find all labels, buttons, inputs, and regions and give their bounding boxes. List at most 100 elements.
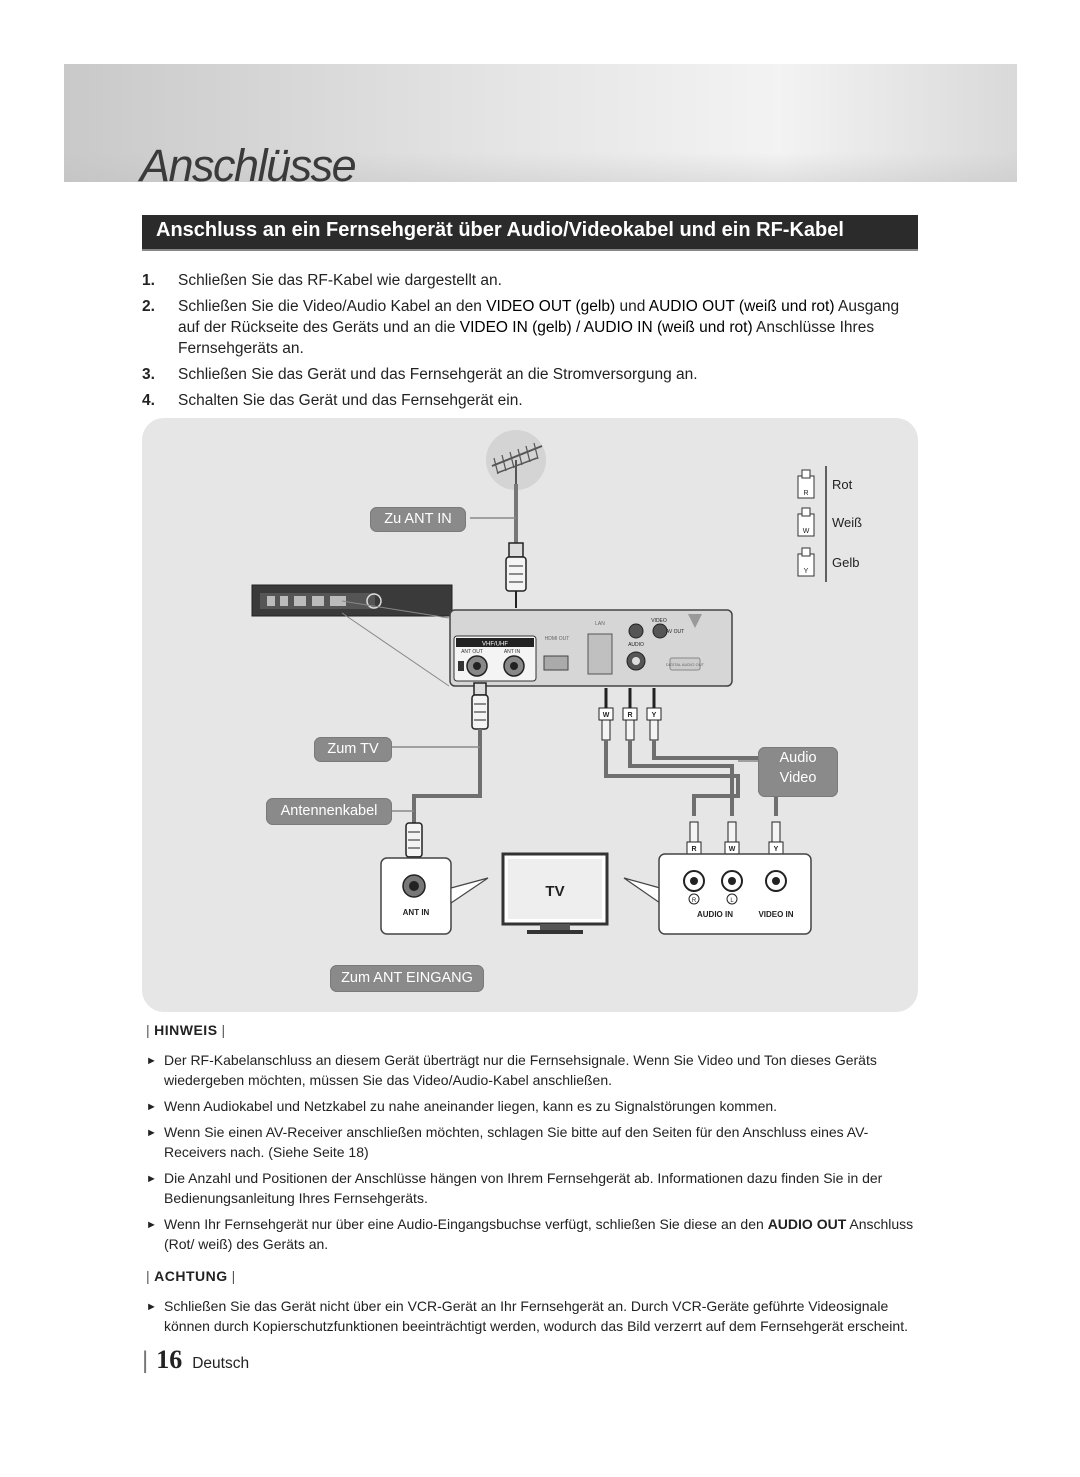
step-text: Ausgang auf der Rückseite des Geräts und… [178,298,900,336]
ant-out-label: ANT OUT [461,649,483,655]
tv-av-in-box: R L AUDIO IN VIDEO IN [658,853,812,935]
step-text: Schalten Sie das Gerät und das Fernsehge… [178,392,523,409]
step-item: 2. Schließen Sie die Video/Audio Kabel a… [142,296,918,359]
step-text: Schließen Sie das Gerät und das Fernsehg… [178,366,698,383]
note-item: ► Wenn Ihr Fernsehgerät nur über eine Aud… [142,1214,918,1254]
ant-in-label: ANT IN [504,649,521,655]
section-heading-bar: Anschluss an ein Fernsehgerät über Audio… [142,215,918,251]
step-item: 4. Schalten Sie das Gerät und das Fernse… [142,390,918,411]
note-item: ► Schließen Sie das Gerät nicht über ein … [142,1296,918,1336]
note-emphasis: AUDIO OUT [767,1216,847,1232]
step-emphasis: AUDIO OUT (weiß und rot) [648,298,835,315]
tv-ant-in-box: ANT IN [380,857,452,935]
plug-letter: Y [652,712,657,719]
diagram-illustration: VHF/UHF ANT OUT ANT IN HDMI OUT LAN VIDE… [251,430,827,935]
step-number: 4. [142,392,155,409]
arrow-icon: ► [146,1219,157,1231]
note-text: Anschluss (Rot/ weiß) des Geräts an. [164,1216,914,1252]
note-item: ►Wenn Audiokabel und Netzkabel zu nahe a… [142,1096,918,1116]
achtung-title: ACHTUNG [154,1268,228,1284]
player-back-icon [251,584,453,617]
achtung-heading: |ACHTUNG| [146,1268,236,1284]
legend-letter: Y [804,568,809,575]
rca-plugs-device: W R Y [598,688,662,741]
note-item: ► Der RF-Kabelanschluss an diesem Gerät ü… [142,1050,918,1090]
step-text: und [615,298,649,315]
step-item: 1. Schließen Sie das RF-Kabel wie darges… [142,270,918,291]
hinweis-title: HINWEIS [154,1022,218,1038]
hinweis-heading: |HINWEIS| [146,1022,226,1038]
ant-in-box-label: ANT IN [403,908,430,917]
zoom-line [341,612,450,687]
plug-letter: R [691,846,696,853]
r-circle-label: R [692,898,697,904]
arrow-icon: ► [146,1055,157,1067]
legend-letter: R [803,490,808,497]
plug-letter: Y [774,846,779,853]
rca-plugs-tv: R W Y [686,821,784,855]
video-in-label: VIDEO IN [758,910,793,919]
step-emphasis: VIDEO OUT (gelb) [486,298,616,315]
vhf-uhf-label: VHF/UHF [482,642,508,648]
plug-letter: W [603,712,610,719]
page-title: Anschlüsse [140,140,357,191]
legend-weiss: Weiß [832,515,863,530]
rf-plug-icon [471,682,489,730]
step-number: 3. [142,366,155,383]
pointer-arrow [450,877,489,905]
step-item: 3. Schließen Sie das Gerät und das Ferns… [142,364,918,385]
lan-label: LAN [595,621,605,627]
audio-small-label: AUDIO [628,642,644,648]
step-text: Schließen Sie das RF-Kabel wie dargestel… [178,272,502,289]
note-text: Schließen Sie das Gerät nicht über ein V… [164,1298,908,1334]
arrow-icon: ► [146,1101,157,1113]
connection-diagram: VHF/UHF ANT OUT ANT IN HDMI OUT LAN VIDE… [142,418,918,1012]
tv-label: TV [545,883,564,900]
label-antennenkabel: Antennenkabel [266,798,392,825]
rf-cable [412,729,482,838]
legend-letter: W [803,528,810,535]
note-text: Der RF-Kabelanschluss an diesem Gerät üb… [164,1052,877,1088]
label-audio: Audio [779,750,817,766]
note-text: Die Anzahl und Positionen der Anschlüsse… [164,1170,883,1206]
step-text: Anschlüsse Ihres Fernsehgeräts an. [178,319,875,357]
video-small-label: VIDEO [651,618,667,624]
banner-shade [64,152,1017,182]
note-item: ► Die Anzahl und Positionen der Anschlüss… [142,1168,918,1208]
header-banner [64,64,1017,182]
color-legend: R W Y [797,466,827,582]
back-panel-enlarged: VHF/UHF ANT OUT ANT IN HDMI OUT LAN VIDE… [449,609,733,687]
note-text: Wenn Ihr Fernsehgerät nur über eine Audi… [164,1216,768,1232]
footer-separator: | [142,1347,149,1374]
notes-section: |HINWEIS| ► Der RF-Kabelanschluss an dies… [142,1020,918,1342]
zoom-line [341,600,450,619]
av-cable [604,740,740,816]
label-zum-tv: Zum TV [314,737,392,762]
label-zu-ant-in: Zu ANT IN [370,507,466,532]
arrow-icon: ► [146,1173,157,1185]
pointer-arrow [623,877,661,905]
arrow-icon: ► [146,1301,157,1313]
tv-icon: TV [501,852,609,934]
legend-gelb: Gelb [832,555,860,570]
av-cable [628,740,734,816]
digital-audio-out-label: DIGITAL AUDIO OUT [666,662,705,667]
step-number: 2. [142,298,155,315]
step-emphasis: VIDEO IN (gelb) / AUDIO IN (weiß und rot… [459,319,753,336]
plug-letter: R [627,712,632,719]
rf-plug-icon [505,542,527,608]
page-language: Deutsch [192,1355,250,1372]
legend-rot: Rot [832,477,853,492]
section-heading: Anschluss an ein Fernsehgerät über Audio… [156,219,844,241]
note-text: Wenn Sie einen AV-Receiver anschließen m… [164,1124,869,1160]
label-audio-video: Audio Video [758,747,838,797]
step-text: Schließen Sie die Video/Audio Kabel an d… [178,298,487,315]
instruction-steps: 1. Schließen Sie das RF-Kabel wie darges… [142,270,918,416]
step-number: 1. [142,272,155,289]
plug-letter: W [729,846,736,853]
label-video: Video [779,770,817,786]
note-item: ►Wenn Sie einen AV-Receiver anschließen … [142,1122,918,1162]
audio-in-label: AUDIO IN [697,910,733,919]
page-footer: | 16 Deutsch [142,1345,249,1375]
av-out-label: AV OUT [666,629,684,635]
